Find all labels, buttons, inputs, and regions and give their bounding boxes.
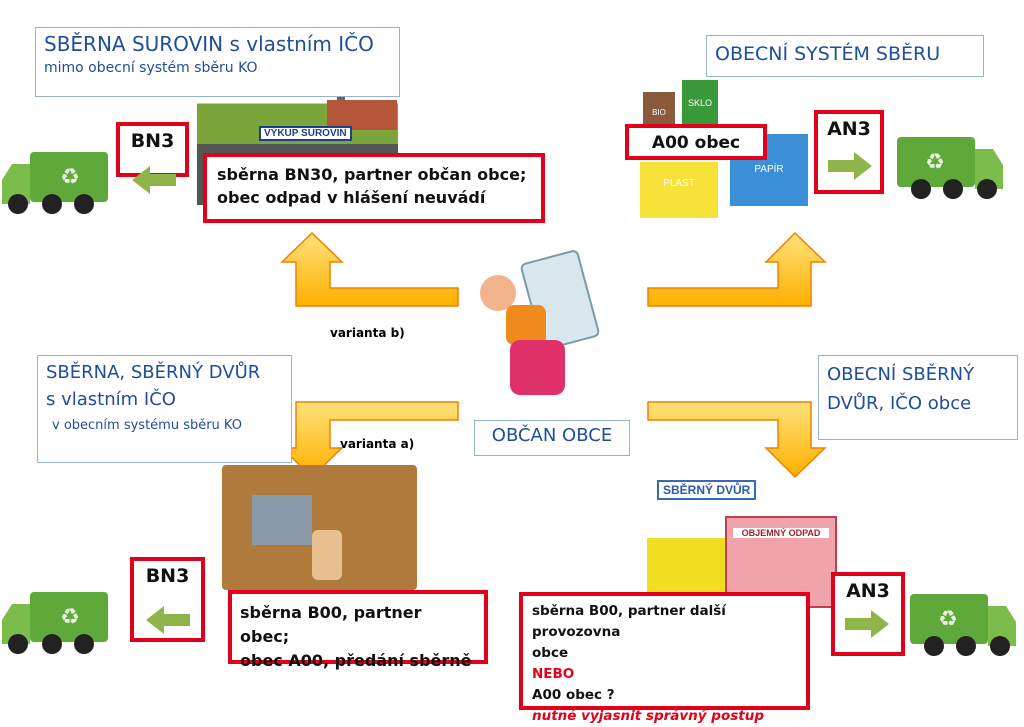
scrap-yard-title: SBĚRNA SUROVIN s vlastním IČO — [44, 32, 374, 56]
code-box-an3-top: AN3 — [814, 110, 884, 194]
note-line: A00 obec ? — [532, 686, 615, 703]
note-line: obec A00, předání sběrně — [240, 651, 472, 670]
code-label: BN3 — [130, 130, 175, 152]
bin-glass: SKLO — [682, 80, 718, 124]
citizen-figure — [470, 235, 625, 415]
dump-image — [222, 465, 417, 590]
arrow-right-icon — [828, 152, 872, 180]
yard-sign: SBĚRNÝ DVŮR — [657, 480, 757, 500]
arrow-left-icon — [146, 606, 190, 634]
note-text: A00 obec — [651, 133, 741, 153]
arrow-to-top-right — [647, 231, 827, 307]
code-label: AN3 — [846, 580, 890, 602]
svg-text:♻: ♻ — [938, 606, 958, 631]
citizen-label-box: OBČAN OBCE — [474, 420, 630, 456]
code-box-bn3-bottom: BN3 — [130, 557, 205, 642]
garbage-truck-icon: ♻ — [910, 594, 1016, 656]
code-label: AN3 — [827, 118, 871, 140]
code-label: BN3 — [145, 565, 190, 587]
title-line: v obecním systému sběru KO — [52, 418, 242, 433]
citizen-label: OBČAN OBCE — [491, 425, 613, 446]
collection-yard-title-box: SBĚRNA, SBĚRNÝ DVŮR s vlastním IČO v obe… — [37, 355, 292, 463]
note-line: obce — [532, 644, 569, 661]
collection-yard-note: sběrna B00, partner obec; obec A00, před… — [228, 590, 488, 670]
note-line: sběrna B00, partner obec; — [240, 603, 422, 646]
garbage-truck-icon: ♻ — [897, 137, 1003, 199]
svg-text:♻: ♻ — [60, 164, 80, 189]
note-line: sběrna BN30, partner občan obce; — [217, 165, 527, 184]
arrow-to-bottom-right — [647, 401, 827, 479]
municipal-yard-title-box: OBECNÍ SBĚRNÝ DVŮR, IČO obce — [818, 355, 1018, 440]
note-or: NEBO — [532, 665, 575, 682]
svg-text:♻: ♻ — [925, 149, 945, 174]
scrap-yard-subtitle: mimo obecní systém sběru KO — [44, 60, 258, 76]
bin-bio: BIO — [643, 92, 675, 128]
municipal-yard-note: sběrna B00, partner další provozovna obc… — [519, 592, 810, 724]
garbage-truck-icon: ♻ — [2, 152, 108, 214]
photo-sign: VÝKUP SUROVIN — [259, 126, 352, 141]
municipal-system-title: OBECNÍ SYSTÉM SBĚRU — [715, 43, 941, 65]
note-line: sběrna B00, partner další provozovna — [532, 603, 726, 640]
bin-plastic: PLAST — [640, 162, 718, 218]
garbage-truck-icon: ♻ — [2, 592, 108, 654]
municipal-note: A00 obec — [625, 124, 767, 160]
arrow-right-icon — [845, 610, 889, 638]
arrow-to-bottom-left — [280, 401, 459, 479]
municipal-system-title-box: OBECNÍ SYSTÉM SBĚRU — [706, 35, 984, 77]
note-warning: nutné vyjasnit správný postup — [532, 707, 764, 724]
title-line: DVŮR, IČO obce — [827, 393, 972, 414]
title-line: OBECNÍ SBĚRNÝ — [827, 364, 975, 385]
code-box-an3-bottom: AN3 — [831, 572, 905, 656]
svg-text:♻: ♻ — [60, 604, 80, 629]
container-label: OBJEMNÝ ODPAD — [733, 528, 829, 538]
variant-a-label: varianta a) — [340, 437, 415, 451]
scrap-yard-title-box: SBĚRNA SUROVIN s vlastním IČO mimo obecn… — [35, 27, 400, 97]
arrow-to-top-left — [280, 231, 459, 307]
variant-b-label: varianta b) — [330, 326, 405, 340]
title-line: SBĚRNA, SBĚRNÝ DVŮR — [46, 362, 261, 383]
arrow-left-icon — [132, 166, 176, 194]
note-line: obec odpad v hlášení neuvádí — [217, 188, 486, 208]
scrap-yard-note: sběrna BN30, partner občan obce; obec od… — [203, 153, 545, 223]
title-line: s vlastním IČO — [46, 389, 176, 410]
